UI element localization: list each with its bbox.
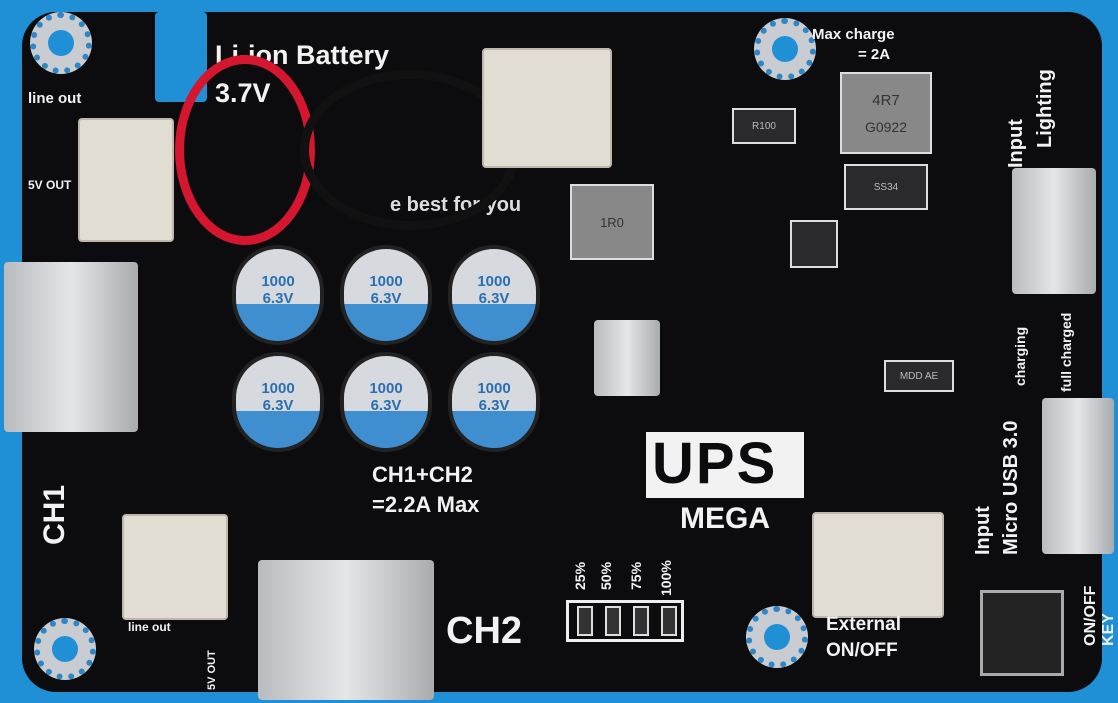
usb-a-port-ch2[interactable] bbox=[258, 560, 434, 700]
mount-hole-top-left bbox=[30, 12, 92, 74]
output-limit-line1: CH1+CH2 bbox=[372, 462, 473, 487]
mount-hole-bottom-left bbox=[34, 618, 96, 680]
external-onoff-label: ON/OFF bbox=[826, 640, 898, 661]
line-out-connector-bottom[interactable] bbox=[122, 514, 228, 620]
level-led bbox=[633, 606, 649, 636]
diode-2-marking: MDD AE bbox=[899, 370, 939, 382]
battery-level-indicator bbox=[566, 600, 684, 642]
mount-hole-bottom bbox=[746, 606, 808, 668]
diode-marking: SS34 bbox=[873, 181, 899, 193]
micro-usb-label: Micro USB 3.0 bbox=[1000, 420, 1022, 555]
resistor: R100 bbox=[732, 108, 796, 144]
level-50: 50% bbox=[598, 561, 614, 590]
level-led bbox=[605, 606, 621, 636]
max-charge-value: = 2A bbox=[858, 46, 891, 63]
line-out-connector-top[interactable] bbox=[78, 118, 174, 242]
5v-out-label-bottom: 5V OUT bbox=[206, 650, 218, 690]
5v-out-label: 5V OUT bbox=[28, 178, 72, 192]
usb-a-port-ch1[interactable] bbox=[4, 262, 138, 432]
external-label: External bbox=[826, 614, 901, 635]
mount-hole-top bbox=[754, 18, 816, 80]
lightning-port[interactable] bbox=[1012, 168, 1096, 294]
battery-wire-red bbox=[175, 55, 315, 245]
diode-2: MDD AE bbox=[884, 360, 954, 392]
diode: SS34 bbox=[844, 164, 928, 210]
level-100: 100% bbox=[658, 560, 674, 596]
on-off-key-button[interactable] bbox=[980, 590, 1064, 676]
line-out-label: line out bbox=[28, 90, 82, 107]
inductor-main: 4R7 G0922 bbox=[840, 72, 932, 154]
level-led bbox=[661, 606, 677, 636]
ups-logo: UPS bbox=[652, 431, 778, 496]
inductor-main-marking: 4R7 bbox=[872, 91, 900, 109]
battery-connector[interactable] bbox=[482, 48, 612, 168]
charging-label: charging bbox=[1012, 326, 1028, 386]
resistor-marking: R100 bbox=[752, 120, 776, 132]
mega-logo: MEGA bbox=[680, 502, 770, 535]
ups-logo-box bbox=[646, 432, 804, 498]
inductor-2-marking: 1R0 bbox=[600, 214, 624, 230]
input-micro-label: Input bbox=[972, 506, 994, 555]
controller-ic bbox=[790, 220, 838, 268]
ch2-label: CH2 bbox=[446, 610, 523, 652]
heatsink bbox=[594, 320, 660, 396]
micro-usb-port[interactable] bbox=[1042, 398, 1114, 554]
output-limit-line2: =2.2A Max bbox=[372, 492, 480, 517]
full-charged-label: full charged bbox=[1058, 312, 1074, 392]
max-charge-label: Max charge bbox=[812, 26, 895, 43]
key-label: ON/OFF bbox=[1082, 585, 1099, 646]
line-out-label-bottom: line out bbox=[128, 620, 171, 634]
level-led bbox=[577, 606, 593, 636]
level-25: 25% bbox=[572, 561, 588, 590]
lighting-label: Lighting bbox=[1034, 69, 1056, 148]
key-label-2: KEY bbox=[1100, 613, 1117, 646]
inductor-2: 1R0 bbox=[570, 184, 654, 260]
inductor-sub-marking: G0922 bbox=[864, 118, 908, 135]
ch1-label: CH1 bbox=[38, 484, 71, 545]
input-label: Input bbox=[1005, 119, 1027, 168]
level-75: 75% bbox=[628, 561, 644, 590]
external-switch-connector[interactable] bbox=[812, 512, 944, 618]
